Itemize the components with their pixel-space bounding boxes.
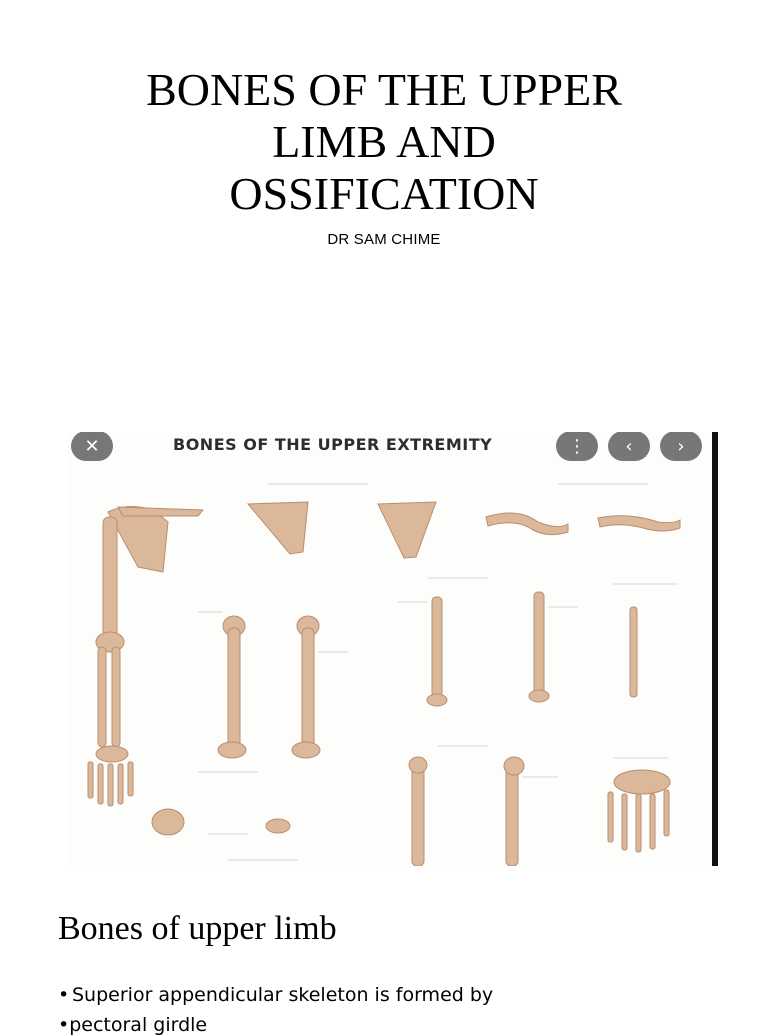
bullet-item: •Superior appendicular skeleton is forme… (58, 984, 493, 1006)
chevron-left-icon: ‹ (625, 435, 633, 457)
bones-figure: BONES OF THE UPPER EXTREMITY ✕ ⋮ ‹ › (68, 432, 718, 866)
more-vertical-icon: ⋮ (568, 435, 586, 457)
label-lines (198, 483, 678, 861)
slide-title-line-1: BONES OF THE UPPER (146, 64, 622, 115)
more-options-button[interactable]: ⋮ (556, 432, 598, 461)
bullet-text: Superior appendicular skeleton is formed… (72, 984, 494, 1006)
section-heading: Bones of upper limb (58, 910, 337, 947)
close-icon: ✕ (84, 435, 100, 457)
slide-author: DR SAM CHIME (327, 231, 441, 248)
slide-title-line-3: OSSIFICATION (229, 168, 539, 219)
chevron-right-icon: › (677, 435, 685, 457)
bullet-text-2: pectoral girdle (69, 1014, 208, 1036)
slide-title-line-2: LIMB AND (272, 116, 496, 167)
hand-drawings (151, 606, 671, 853)
bullet-dot: • (58, 1014, 70, 1036)
title-slide: BONES OF THE UPPER LIMB AND OSSIFICATION… (0, 0, 768, 410)
clavicle-drawings (485, 512, 681, 536)
bullet-dot: • (58, 984, 70, 1006)
bones-illustration (87, 483, 681, 866)
figure-title: BONES OF THE UPPER EXTREMITY (173, 435, 493, 454)
close-button[interactable]: ✕ (71, 432, 113, 461)
full-arm-skeleton (87, 506, 205, 807)
scapula-drawings (246, 501, 437, 559)
bullet-item-continued: •pectoral girdle (58, 1014, 207, 1036)
next-image-button[interactable]: › (660, 432, 702, 461)
figure-edge-bar (712, 432, 718, 866)
previous-image-button[interactable]: ‹ (608, 432, 650, 461)
slide-title: BONES OF THE UPPER LIMB AND OSSIFICATION (0, 64, 768, 220)
humerus-drawings (217, 615, 321, 759)
forearm-drawings (408, 591, 550, 866)
